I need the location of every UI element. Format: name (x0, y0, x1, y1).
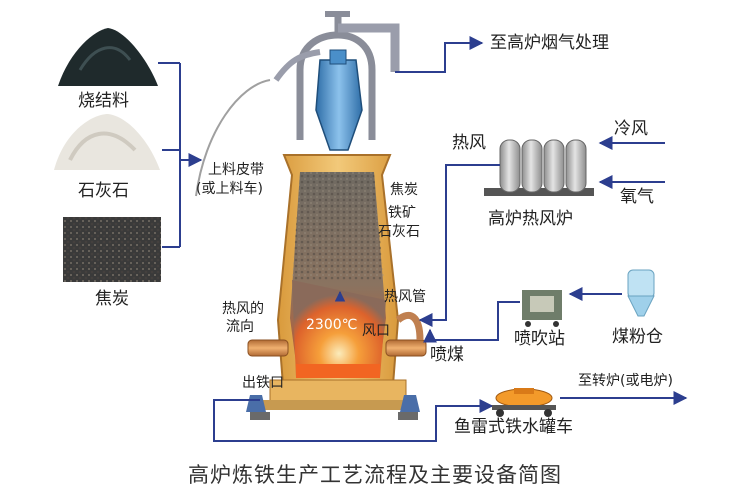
combustion-zone (292, 280, 386, 378)
tuyere-pipes (247, 312, 427, 357)
pci-label: 喷煤 (430, 345, 464, 365)
conveyor-label-2: (或上料车) (196, 181, 263, 197)
injection-station-label: 喷吹站 (514, 329, 565, 349)
limestone-label: 石灰石 (78, 181, 129, 201)
bustle-pipe-label: 热风管 (384, 289, 426, 305)
sinter-label: 烧结料 (78, 91, 129, 111)
cold-blast-label: 冷风 (614, 119, 648, 139)
temperature-label: 2300℃ (306, 317, 358, 333)
diagram-title: 高炉炼铁生产工艺流程及主要设备简图 (188, 463, 562, 487)
hot-blast-flow-label-2: 流向 (226, 319, 254, 335)
hot-blast-label: 热风 (452, 133, 486, 153)
flue-gas-label: 至高炉烟气处理 (490, 33, 609, 53)
hot-blast-flow-label-1: 热风的 (222, 301, 264, 317)
sinter-pile-image (58, 28, 158, 86)
torpedo-car-label: 鱼雷式铁水罐车 (454, 417, 573, 437)
flue-gas-arrow (395, 36, 484, 73)
stoves-name-label: 高炉热风炉 (488, 209, 573, 229)
injection-station-image (522, 290, 562, 327)
oxygen-label: 氧气 (620, 187, 654, 207)
conveyor-belt (195, 79, 271, 197)
coke-label: 焦炭 (95, 289, 129, 309)
tuyere-label: 风口 (362, 323, 390, 339)
hot-metal (296, 364, 380, 378)
burden-ore-label: 铁矿 (388, 205, 416, 221)
furnace-top (273, 11, 400, 151)
burden-coke-label: 焦炭 (390, 182, 418, 198)
tap-hole-label: 出铁口 (242, 375, 284, 391)
injection-arrows (423, 287, 622, 343)
limestone-pile-image (54, 114, 160, 170)
to-converter-label: 至转炉(或电炉) (578, 373, 673, 389)
conveyor-label-1: 上料皮带 (208, 162, 264, 178)
torpedo-car-image (492, 388, 556, 417)
stove-arrows (418, 136, 665, 327)
coal-bin-image (627, 269, 655, 317)
tapping-line (213, 399, 494, 442)
materials-bracket (158, 62, 203, 248)
hot-blast-stoves-image (484, 139, 594, 196)
coal-bin-label: 煤粉仓 (612, 327, 663, 347)
burden-limestone-label: 石灰石 (378, 224, 420, 240)
